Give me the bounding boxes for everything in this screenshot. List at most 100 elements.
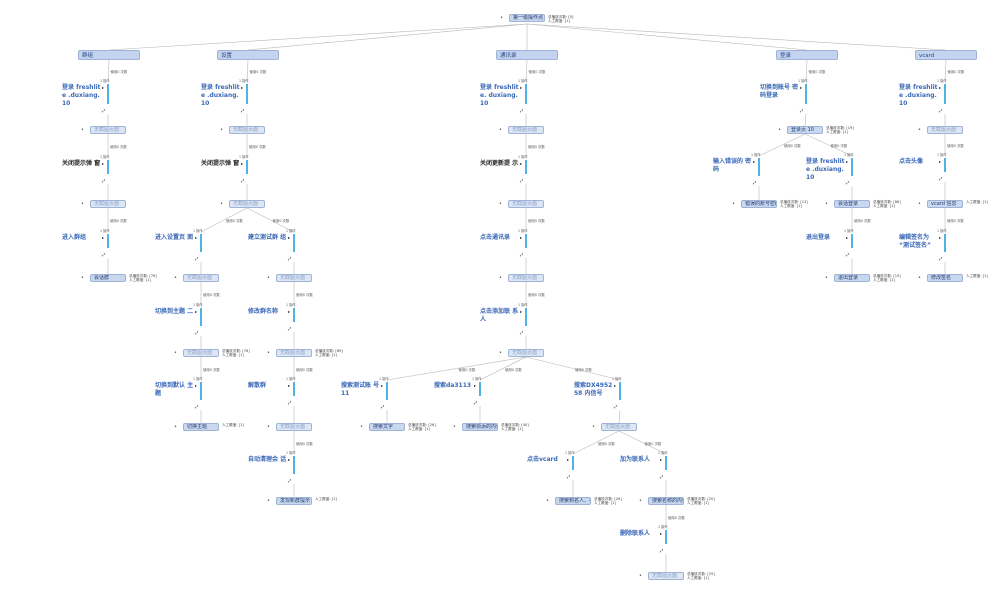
play-icon[interactable]: ▸: [381, 383, 384, 388]
node-n23[interactable]: 搜索文字: [369, 423, 405, 431]
expand-icon[interactable]: ⤢: [195, 404, 199, 409]
step-s27[interactable]: 点击vcard▸⤢1 操作: [527, 451, 575, 492]
expand-icon[interactable]: ⤢: [288, 256, 292, 261]
play-icon[interactable]: ▸: [195, 309, 198, 314]
node-n10[interactable]: 会话登录: [834, 200, 870, 208]
play-icon[interactable]: ▸: [241, 85, 244, 90]
expand-icon[interactable]: ⤢: [288, 478, 292, 483]
expand-icon[interactable]: ⤢: [102, 252, 106, 257]
step-s28[interactable]: 加为联系人▸⤢1 操作: [620, 451, 668, 492]
expand-icon[interactable]: ⤢: [195, 330, 199, 335]
root-node[interactable]: 第一级操作点: [509, 14, 545, 22]
column-header[interactable]: vcard: [915, 50, 977, 60]
step-s21[interactable]: 切换到默认 主题▸⤢1 操作: [155, 377, 203, 418]
expand-icon[interactable]: ⤢: [660, 548, 664, 553]
play-icon[interactable]: ▸: [939, 85, 942, 90]
node-n6[interactable]: 无截图页面: [90, 200, 126, 208]
node-n17[interactable]: 修改签名: [927, 274, 963, 282]
step-s19[interactable]: 修改群名称▸⤢1 操作: [248, 303, 296, 344]
step-s13[interactable]: 进入设置页 面▸⤢1 操作: [155, 229, 203, 270]
node-n26[interactable]: 发现新群提示: [276, 497, 312, 505]
expand-icon[interactable]: ⤢: [241, 178, 245, 183]
expand-icon[interactable]: ⤢: [939, 256, 943, 261]
expand-icon[interactable]: ⤢: [241, 108, 245, 113]
play-icon[interactable]: ▸: [567, 457, 570, 462]
node-n13[interactable]: 无截图页面: [183, 274, 219, 282]
node-n1[interactable]: 无截图页面: [90, 126, 126, 134]
step-s2[interactable]: 登录 freshlite .duxiang.10▸⤢1 操作: [201, 79, 249, 120]
node-n27[interactable]: 搜索到名人、名称: [555, 497, 591, 505]
play-icon[interactable]: ▸: [102, 85, 105, 90]
play-icon[interactable]: ▸: [939, 235, 942, 240]
expand-icon[interactable]: ⤢: [846, 252, 850, 257]
play-icon[interactable]: ▸: [520, 161, 523, 166]
step-s29[interactable]: 删除联系人▸⤢1 操作: [620, 525, 668, 566]
step-s3[interactable]: 登录 freshlite. duxiang.10▸⤢1 操作: [480, 79, 528, 120]
play-icon[interactable]: ▸: [520, 235, 523, 240]
expand-icon[interactable]: ⤢: [614, 404, 618, 409]
step-s18[interactable]: 切换到主题 二▸⤢1 操作: [155, 303, 203, 344]
play-icon[interactable]: ▸: [800, 85, 803, 90]
play-icon[interactable]: ▸: [753, 159, 756, 164]
step-s9[interactable]: 输入错误的 密码▸⤢1 操作: [713, 153, 761, 194]
play-icon[interactable]: ▸: [102, 235, 105, 240]
node-n14[interactable]: 无截图页面: [276, 274, 312, 282]
play-icon[interactable]: ▸: [102, 161, 105, 166]
expand-icon[interactable]: ⤢: [846, 180, 850, 185]
node-n8[interactable]: 无截图页面: [508, 200, 544, 208]
expand-icon[interactable]: ⤢: [939, 108, 943, 113]
node-n12[interactable]: 会话群: [90, 274, 126, 282]
expand-icon[interactable]: ⤢: [800, 108, 804, 113]
step-s8[interactable]: 关闭更新提 示▸⤢1 操作: [480, 155, 528, 196]
node-n18[interactable]: 无截图页面: [183, 349, 219, 357]
node-n21[interactable]: 切换主题: [183, 423, 219, 431]
play-icon[interactable]: ▸: [241, 161, 244, 166]
node-n3[interactable]: 无截图页面: [508, 126, 544, 134]
step-s4[interactable]: 切换到账号 密码登录▸⤢1 操作: [760, 79, 808, 120]
expand-icon[interactable]: ⤢: [102, 108, 106, 113]
play-icon[interactable]: ▸: [614, 383, 617, 388]
column-header[interactable]: 群组: [78, 50, 140, 60]
step-s17[interactable]: 编辑签名为 “测试签名”▸⤢1 操作: [899, 229, 947, 270]
play-icon[interactable]: ▸: [520, 85, 523, 90]
play-icon[interactable]: ▸: [288, 457, 291, 462]
step-s23[interactable]: 搜索测试账 号11▸⤢1 操作: [341, 377, 389, 418]
node-n19[interactable]: 无截图页面: [276, 349, 312, 357]
step-s12[interactable]: 进入群组▸⤢1 操作: [62, 229, 110, 270]
node-n16[interactable]: 退出登录: [834, 274, 870, 282]
play-icon[interactable]: ▸: [474, 383, 477, 388]
step-s14[interactable]: 建立测试群 组▸⤢1 操作: [248, 229, 296, 270]
expand-icon[interactable]: ⤢: [195, 256, 199, 261]
node-n25[interactable]: 无截图页面: [601, 423, 637, 431]
play-icon[interactable]: ▸: [846, 235, 849, 240]
play-icon[interactable]: ▸: [195, 235, 198, 240]
expand-icon[interactable]: ⤢: [288, 400, 292, 405]
play-icon[interactable]: ▸: [288, 383, 291, 388]
node-n5[interactable]: 无截图页面: [927, 126, 963, 134]
play-icon[interactable]: ▸: [660, 531, 663, 536]
step-s5[interactable]: 登录 freshlite .duxiang.10▸⤢1 操作: [899, 79, 947, 120]
step-s24[interactable]: 搜索da3113▸⤢1 操作: [434, 377, 482, 418]
node-n11[interactable]: vcard 信息: [927, 200, 963, 208]
node-n20[interactable]: 无截图页面: [508, 349, 544, 357]
expand-icon[interactable]: ⤢: [753, 180, 757, 185]
step-s7[interactable]: 关闭提示弹 窗▸⤢1 操作: [201, 155, 249, 196]
node-n9[interactable]: 错误的账号密码: [741, 200, 777, 208]
step-s22[interactable]: 解散群▸⤢1 操作: [248, 377, 296, 418]
expand-icon[interactable]: ⤢: [381, 404, 385, 409]
expand-icon[interactable]: ⤢: [520, 330, 524, 335]
node-n7[interactable]: 无截图页面: [229, 200, 265, 208]
expand-icon[interactable]: ⤢: [939, 176, 943, 181]
expand-icon[interactable]: ⤢: [102, 178, 106, 183]
expand-icon[interactable]: ⤢: [520, 108, 524, 113]
node-n15[interactable]: 无截图页面: [508, 274, 544, 282]
expand-icon[interactable]: ⤢: [520, 252, 524, 257]
node-n29[interactable]: 无截图页面: [648, 572, 684, 580]
play-icon[interactable]: ▸: [520, 309, 523, 314]
node-n28[interactable]: 搜索名称的内信号: [648, 497, 684, 505]
step-s25[interactable]: 搜索DX495258 内信号▸⤢1 操作: [574, 377, 622, 418]
node-n4[interactable]: 登录页 10: [787, 126, 823, 134]
expand-icon[interactable]: ⤢: [520, 178, 524, 183]
step-s1[interactable]: 登录 freshlite .duxiang.10▸⤢1 操作: [62, 79, 110, 120]
step-s15[interactable]: 点击通讯录▸⤢1 操作: [480, 229, 528, 270]
